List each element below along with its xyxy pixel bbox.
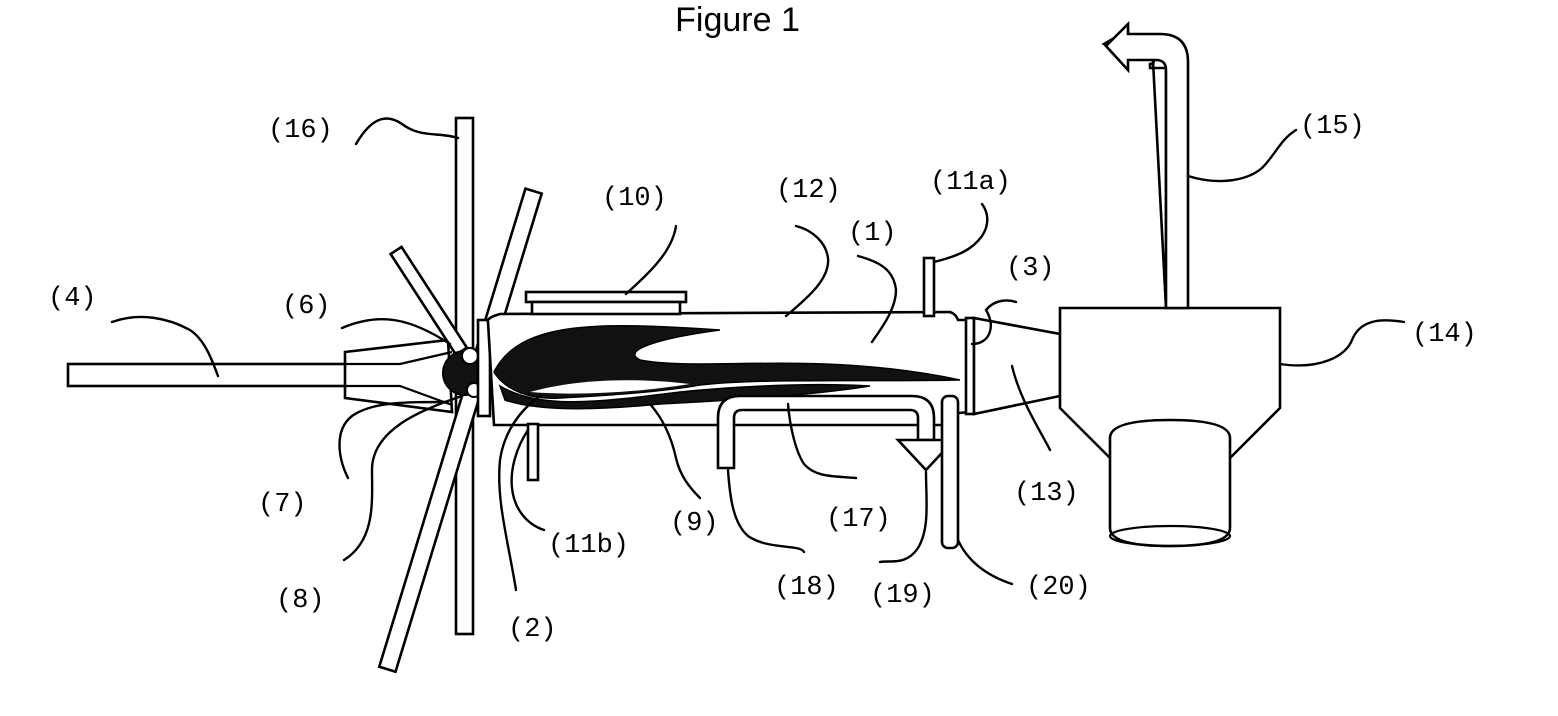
leader-11a (934, 204, 987, 262)
label-18: (18) (774, 573, 839, 603)
label-3: (3) (1006, 254, 1055, 284)
recirculation-pipe (718, 396, 934, 468)
label-9: (9) (670, 509, 719, 539)
burner-head-core (462, 348, 478, 364)
leader-15 (1188, 130, 1296, 181)
label-12: (12) (776, 176, 841, 206)
exhaust-stack-pipe (1106, 24, 1188, 308)
label-1: (1) (848, 219, 897, 249)
leader-12 (786, 226, 828, 316)
label-10: (10) (602, 184, 667, 214)
probe-bottom (528, 424, 538, 480)
label-11a: (11a) (930, 168, 1011, 198)
label-8: (8) (276, 586, 325, 616)
label-19: (19) (870, 581, 935, 611)
label-13: (13) (1014, 479, 1079, 509)
label-16: (16) (268, 116, 333, 146)
leader-20 (958, 540, 1012, 584)
probe-top (924, 258, 934, 316)
drain-pin (942, 396, 958, 548)
leader-18 (728, 470, 804, 552)
top-hatch (526, 292, 686, 302)
exhaust-stack (1104, 30, 1168, 308)
label-6: (6) (282, 292, 331, 322)
label-7: (7) (258, 490, 307, 520)
leader-10 (626, 226, 676, 294)
label-11b: (11b) (548, 531, 629, 561)
label-14: (14) (1412, 320, 1477, 350)
top-hatch-base (532, 302, 680, 314)
leader-16 (356, 118, 458, 144)
leader-14 (1280, 320, 1404, 365)
label-4: (4) (48, 284, 97, 314)
leader-7 (340, 402, 449, 478)
label-15: (15) (1300, 112, 1365, 142)
transition-duct (974, 318, 1060, 414)
label-20: (20) (1026, 573, 1091, 603)
label-17: (17) (826, 505, 891, 535)
label-2: (2) (508, 615, 557, 645)
